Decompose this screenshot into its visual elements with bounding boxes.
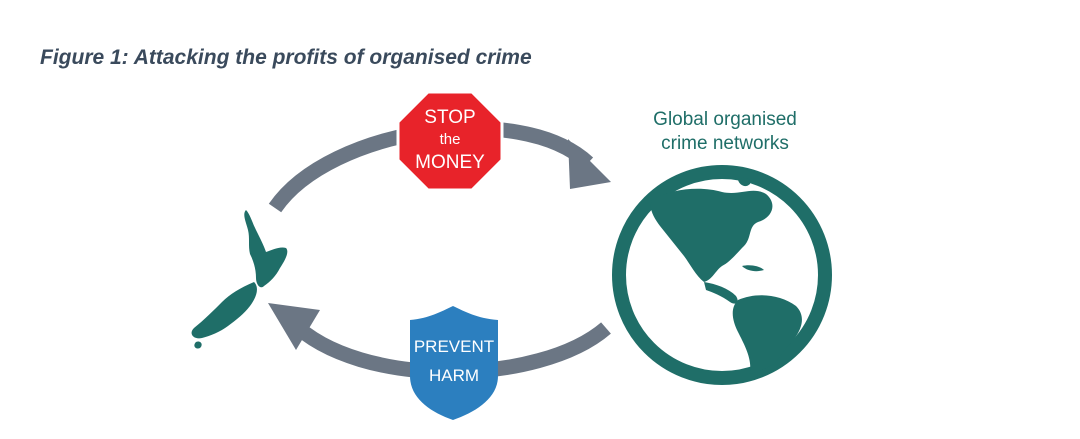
shield-line1: PREVENT xyxy=(414,337,494,356)
lower-arrowhead xyxy=(268,303,320,350)
global-networks-label-line1: Global organised xyxy=(653,109,797,130)
upper-arrowhead xyxy=(568,139,611,189)
new-zealand-map-icon xyxy=(191,210,288,349)
stop-the-money-sign: STOP the MONEY xyxy=(396,90,504,192)
figure-title: Figure 1: Attacking the profits of organ… xyxy=(40,46,532,69)
global-networks-label-line2: crime networks xyxy=(661,133,789,154)
stop-sign-line3: MONEY xyxy=(415,152,485,173)
stop-sign-octagon-icon xyxy=(396,90,504,192)
stop-sign-line1: STOP xyxy=(424,107,475,128)
global-networks-label: Global organised crime networks xyxy=(610,108,840,156)
shield-line2: HARM xyxy=(429,366,479,385)
prevent-harm-shield: PREVENT HARM xyxy=(410,306,498,420)
globe-americas-icon xyxy=(612,165,832,385)
stop-sign-line2: the xyxy=(440,131,461,148)
shield-badge-icon xyxy=(410,306,498,420)
